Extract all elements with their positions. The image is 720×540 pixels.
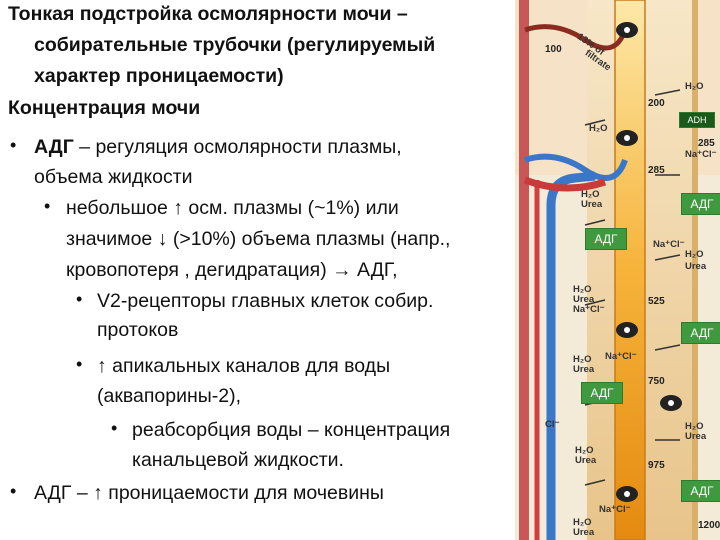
adg-badge-1: АДГ <box>681 193 720 215</box>
sub-sub-sub-item: реабсорбция воды – концентрация <box>132 419 451 441</box>
urea-label: Urea <box>573 294 595 305</box>
sub-item-1-cont: значимое ↓ (>10%) объема плазмы (напр., <box>66 228 451 250</box>
adg-term: АДГ <box>34 136 74 158</box>
nacl-label: Na⁺Cl⁻ <box>685 149 717 160</box>
urea-label: Urea <box>685 431 707 442</box>
flow-arrows <box>584 89 681 486</box>
value-100: 100 <box>545 44 562 55</box>
adg-badge-2: АДГ <box>585 228 627 250</box>
bullet: • <box>111 418 118 438</box>
item-adg-cont: объема жидкости <box>34 166 193 188</box>
sub-sub-item-2-cont: (аквапорины-2), <box>97 385 242 407</box>
sub-sub-sub-item-cont: канальцевой жидкости. <box>132 449 344 471</box>
nacl-label: Na⁺Cl⁻ <box>653 239 685 250</box>
h2o-label: H₂O <box>581 189 600 200</box>
left-vessel-red <box>519 0 529 540</box>
h2o-label: H₂O <box>685 81 704 92</box>
value-1200: 1200 <box>698 520 720 531</box>
capillary-blue <box>524 153 628 181</box>
title-line-3: характер проницаемости) <box>34 65 284 87</box>
value-525: 525 <box>648 296 665 307</box>
diagram-graphic <box>515 0 720 540</box>
adh-badge: ADH <box>679 112 715 128</box>
adg-badge-5: АДГ <box>681 480 720 502</box>
urea-label: Urea <box>685 261 707 272</box>
sub-item-1: небольшое ↑ осм. плазмы (~1%) или <box>66 197 399 219</box>
item-adg-urea: АДГ – ↑ проницаемости для мочевины <box>34 482 384 504</box>
bullet: • <box>10 135 17 155</box>
sub-sub-item-2: ↑ апикальных каналов для воды <box>97 355 391 377</box>
channel-icons <box>616 22 682 502</box>
urea-label: Urea <box>573 527 595 538</box>
h2o-label: H₂O <box>573 354 592 365</box>
collecting-duct-diagram: 100 200 285 285 525 750 975 1200 13% of … <box>515 0 720 540</box>
sub-item-1-cont2: кровопотеря , дегидратация) → АДГ, <box>66 259 398 281</box>
nacl-label: Na⁺Cl⁻ <box>599 504 631 515</box>
value-975: 975 <box>648 460 665 471</box>
title-line-1: Тонкая подстройка осмолярности мочи – <box>8 3 408 25</box>
h2o-label: H₂O <box>573 517 592 528</box>
sub-sub-item-1: V2-рецепторы главных клеток собир. <box>97 290 434 312</box>
h2o-label: H₂O <box>685 249 704 260</box>
title-line-2: собирательные трубочки (регулируемый <box>34 34 436 56</box>
sub-sub-item-1-cont: протоков <box>97 319 179 341</box>
item-adg: АДГ – регуляция осмолярности плазмы, <box>34 135 402 159</box>
adg-badge-4: АДГ <box>581 382 623 404</box>
urea-label: Urea <box>575 455 597 466</box>
value-200: 200 <box>648 98 665 109</box>
top-vessel <box>524 24 628 51</box>
urea-label: Urea <box>573 364 595 375</box>
bullet: • <box>10 481 17 501</box>
h2o-label: H₂O <box>685 421 704 432</box>
collecting-duct <box>614 0 646 540</box>
adg-badge-3: АДГ <box>681 322 720 344</box>
urea-label: Urea <box>581 199 603 210</box>
capillary-red <box>523 176 607 192</box>
nacl-label: Na⁺Cl⁻ <box>605 351 637 362</box>
nacl-label: Na⁺Cl⁻ <box>573 304 605 315</box>
h2o-label: H₂O <box>575 445 594 456</box>
h2o-label: H₂O <box>573 284 592 295</box>
slide-text: Тонкая подстройка осмолярности мочи – со… <box>8 3 451 504</box>
bullet: • <box>76 289 83 309</box>
value-285-a: 285 <box>698 138 715 149</box>
cl-label: Cl⁻ <box>545 419 560 430</box>
h2o-label: H₂O <box>589 123 608 134</box>
adg-description: – регуляция осмолярности плазмы, <box>73 136 402 158</box>
bullet: • <box>76 354 83 374</box>
value-750: 750 <box>648 376 665 387</box>
heading-concentration: Концентрация мочи <box>8 97 201 119</box>
bullet: • <box>44 196 51 216</box>
value-285-b: 285 <box>648 165 665 176</box>
